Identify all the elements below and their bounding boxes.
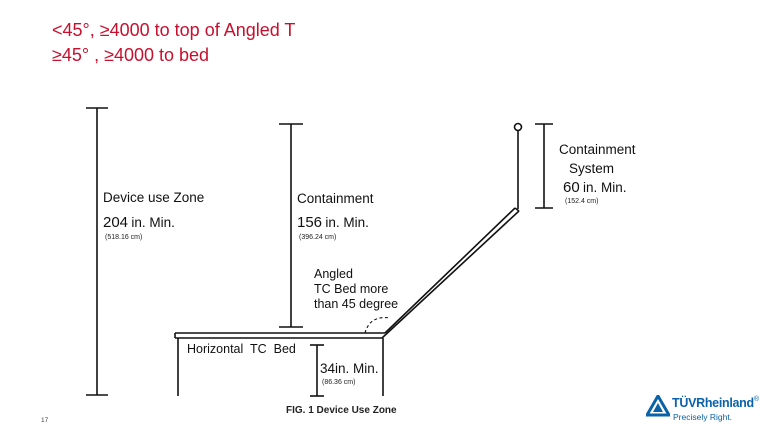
containment-system-measure: 60 in. Min. [563,179,627,196]
containment-measure: 156 in. Min. [297,214,369,231]
title-line-2: ≥45° , ≥4000 to bed [52,45,210,65]
logo-brand: TÜVRheinland® [672,396,759,410]
containment-value: 156 [297,214,323,231]
bed-height-metric: (86.36 cm) [322,379,356,386]
angled-bed-lower-edge [381,210,520,339]
angled-bed-line-1: Angled [314,267,353,281]
logo-brand-text: TÜVRheinland [672,396,754,410]
triangle-logo-icon [646,395,670,417]
containment-unit: in. Min. [325,215,369,230]
tuv-rheinland-logo: TÜVRheinland® Precisely Right. [646,394,774,426]
containment-system-unit: in. Min. [583,180,627,195]
device-zone-measure: 204 in. Min. [103,214,175,231]
device-zone-value: 204 [103,214,129,231]
bed-height-value: 34 [320,361,336,376]
containment-system-value: 60 [563,179,580,196]
device-zone-label: Device use Zone [103,190,205,205]
angled-bed-line-3: than 45 degree [314,297,399,311]
containment-system-metric: (152.4 cm) [565,198,599,205]
device-zone-unit: in. Min. [131,215,175,230]
bed-height-unit: in. Min. [335,361,379,376]
containment-label: Containment [297,191,374,206]
containment-post-top [513,122,523,132]
logo-registered: ® [753,396,759,403]
containment-metric: (396.24 cm) [299,234,337,241]
device-zone-metric: (518.16 cm) [105,234,143,241]
figure-caption: FIG. 1 Device Use Zone [286,405,397,416]
page-number: 17 [41,417,49,424]
angled-bed-upper-edge [384,207,516,334]
containment-system-label-2: System [569,161,615,176]
angle-arc [364,317,391,334]
bed-height-measure: 34in. Min. [320,361,379,376]
containment-system-label-1: Containment [559,142,636,157]
title-line-1: <45°, ≥4000 to top of Angled T [52,20,296,40]
angled-bed-line-2: TC Bed more [314,282,389,296]
angled-bed-end [514,207,520,212]
horizontal-bed-label: Horizontal TC Bed [187,342,296,356]
logo-tagline: Precisely Right. [673,412,733,422]
